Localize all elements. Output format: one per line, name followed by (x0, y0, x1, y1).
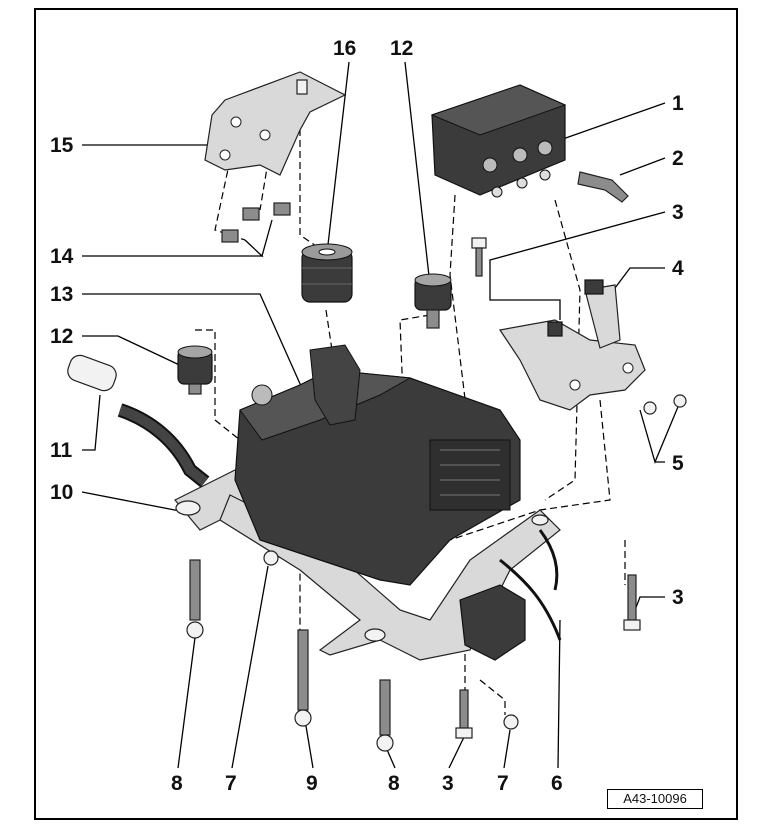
rubber-mount-small-left (177, 345, 213, 395)
upper-mounting-bracket (204, 71, 347, 176)
intake-hose-and-cable (67, 354, 210, 488)
callout-label: 16 (333, 37, 356, 60)
callout-label: 12 (50, 325, 73, 348)
retaining-screws (643, 394, 687, 415)
lower-bolts (186, 559, 641, 752)
callout-label: 6 (551, 772, 563, 795)
callout-label: 5 (672, 452, 684, 475)
callout-label: 1 (672, 92, 684, 115)
rubber-mount-upper (301, 243, 353, 303)
callout-label: 3 (672, 586, 684, 609)
valve-block-bracket (498, 279, 646, 411)
callout-label: 2 (672, 147, 684, 170)
bolt-upper (471, 237, 487, 277)
solenoid-valve-block (430, 84, 567, 198)
callout-label: 15 (50, 134, 74, 157)
bracket-bolts (221, 202, 291, 243)
callout-label: 11 (50, 439, 73, 462)
callout-label: 14 (50, 245, 74, 268)
air-compressor (234, 344, 521, 586)
pressure-line (499, 529, 562, 641)
pressure-sensor-fitting (577, 171, 629, 203)
callout-label: 3 (672, 201, 684, 224)
callout-label: 9 (306, 772, 318, 795)
reference-code: A43-10096 (607, 789, 703, 809)
nuts (263, 550, 519, 730)
callout-label: 7 (497, 772, 509, 795)
callout-label: 12 (390, 37, 413, 60)
callout-label: 3 (442, 772, 454, 795)
rubber-mount-small-right (414, 273, 452, 329)
callout-label: 10 (50, 481, 73, 504)
callout-labels: 1 2 3 4 5 3 16 12 15 14 13 12 11 10 8 7 … (50, 37, 684, 795)
callout-label: 4 (672, 257, 684, 280)
callout-label: 7 (225, 772, 237, 795)
exhaust-valve (459, 584, 526, 661)
callout-label: 8 (171, 772, 183, 795)
callout-label: 8 (388, 772, 400, 795)
callout-label: 13 (50, 283, 73, 306)
